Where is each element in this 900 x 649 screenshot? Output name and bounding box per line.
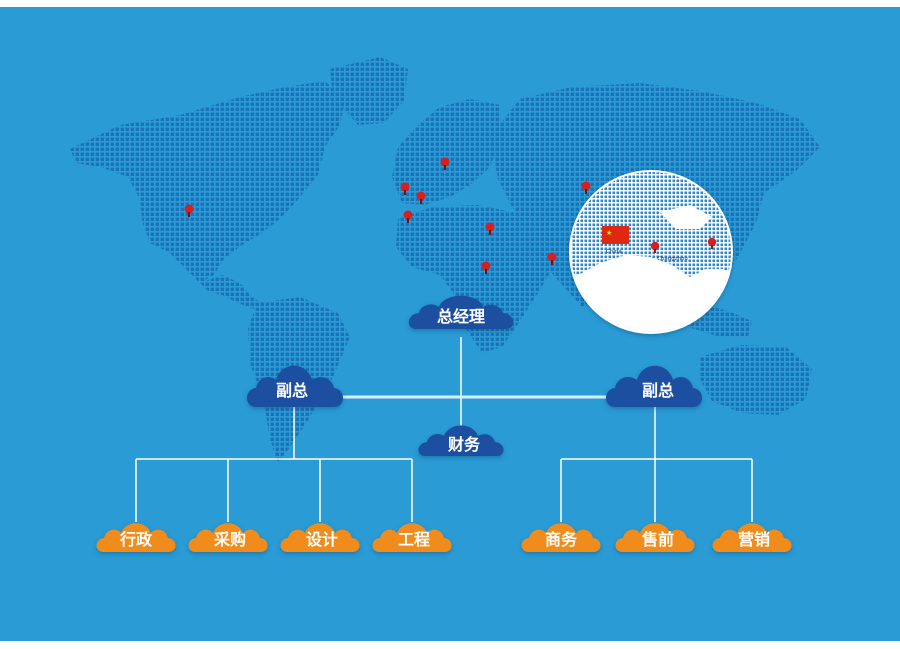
node-vp-left: 副总 <box>247 365 343 407</box>
node-label: 副总 <box>276 381 308 400</box>
greenland-shape <box>330 57 408 125</box>
north-america-shape <box>70 81 345 283</box>
africa-shape <box>396 205 556 353</box>
node-label: 营销 <box>738 530 770 549</box>
org-nodes: 总经理 财务 副总 副总 行政 采购 设计 <box>96 295 792 552</box>
node-dept-design: 设计 <box>280 523 360 552</box>
node-label: 副总 <box>642 381 674 400</box>
central-america-shape <box>200 275 262 309</box>
city-label: Changzhou <box>657 256 688 262</box>
connector-lines <box>135 337 753 522</box>
map-pins <box>184 157 591 274</box>
node-general-manager: 总经理 <box>408 295 514 329</box>
pin-marker <box>440 157 450 170</box>
node-label: 财务 <box>447 435 481 454</box>
china-flag: ★ <box>602 226 629 244</box>
europe-shape <box>392 99 502 205</box>
china-magnifier: ★ China Changzhou <box>569 170 733 334</box>
node-finance: 财务 <box>418 425 504 456</box>
svg-text:★: ★ <box>606 229 612 237</box>
node-dept-marketing: 营销 <box>712 523 792 552</box>
pin-marker <box>403 210 413 223</box>
node-dept-purchasing: 采购 <box>188 523 268 552</box>
pin-marker <box>400 182 410 195</box>
node-vp-right: 副总 <box>606 365 702 407</box>
node-label: 总经理 <box>437 307 485 326</box>
pin-marker <box>416 191 426 204</box>
country-label: China <box>606 249 622 255</box>
org-chart-canvas: ★ China Changzhou 总经理 <box>0 7 900 641</box>
node-label: 设计 <box>306 530 338 549</box>
pin-marker <box>707 237 717 249</box>
changzhou-pin <box>650 241 660 253</box>
node-label: 采购 <box>213 530 246 549</box>
node-dept-business: 商务 <box>521 523 601 552</box>
node-label: 售前 <box>642 530 674 549</box>
node-dept-admin: 行政 <box>96 523 176 552</box>
pin-marker <box>581 181 591 194</box>
pin-marker <box>547 252 557 265</box>
pin-marker <box>184 204 194 217</box>
node-label: 商务 <box>545 530 578 549</box>
node-dept-presales: 售前 <box>615 523 695 552</box>
world-map <box>70 57 820 463</box>
org-chart-svg: ★ China Changzhou 总经理 <box>70 57 820 552</box>
australia-shape <box>700 345 812 415</box>
node-label: 行政 <box>119 530 153 549</box>
pin-marker <box>485 222 495 235</box>
pin-marker <box>481 261 491 274</box>
node-label: 工程 <box>398 530 430 549</box>
node-dept-engineering: 工程 <box>372 523 452 552</box>
